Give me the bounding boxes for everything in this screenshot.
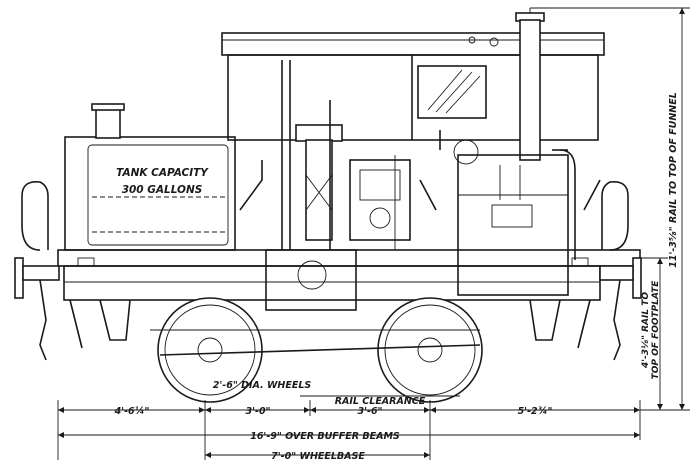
funnel [515, 8, 545, 161]
roof-fittings [468, 36, 500, 47]
rail-clearance-label: RAIL CLEARANCE [335, 396, 426, 407]
dim-centre-right: 3'-6" [357, 406, 382, 417]
dim-over-buffer-beams: 16'-9" OVER BUFFER BEAMS [250, 431, 400, 442]
dim-rear-overhang: 5'-2¾" [518, 406, 553, 417]
over-buffer-beams-dimension [58, 432, 640, 438]
water-tank: TANK CAPACITY 300 GALLONS [64, 103, 236, 251]
cab-side-sheets [239, 160, 601, 211]
frame [57, 249, 641, 311]
vertical-dimensions [530, 7, 690, 411]
wheels [157, 297, 483, 403]
dim-front-overhang: 4'-6¼" [114, 406, 150, 417]
dim-wheelbase: 7'-0" WHEELBASE [271, 451, 365, 462]
engine-unit [349, 155, 411, 250]
cab-window [417, 65, 487, 119]
coupling-rod [150, 329, 481, 356]
tank-capacity-line1: TANK CAPACITY [116, 167, 209, 179]
tank-capacity-line2: 300 GALLONS [122, 184, 203, 196]
buffers [14, 257, 642, 299]
hand-rails [21, 180, 629, 251]
wheelbase-dimension [205, 452, 430, 458]
dim-footplate-line1: 4'-3⅛" RAIL TO [641, 292, 651, 369]
cab [221, 32, 605, 150]
dimension-chain [57, 400, 641, 460]
boiler [453, 139, 576, 296]
wheels-label: 2'-6" DIA. WHEELS [213, 380, 312, 391]
axle-guards [69, 299, 591, 349]
couplings [39, 279, 621, 361]
dim-centre-left: 3'-0" [245, 406, 270, 417]
valve-rods [281, 60, 343, 250]
dim-footplate-line2: TOP OF FOOTPLATE [651, 280, 661, 380]
dim-rail-to-funnel: 11'-3⅝" RAIL TO TOP OF FUNNEL [668, 92, 679, 268]
